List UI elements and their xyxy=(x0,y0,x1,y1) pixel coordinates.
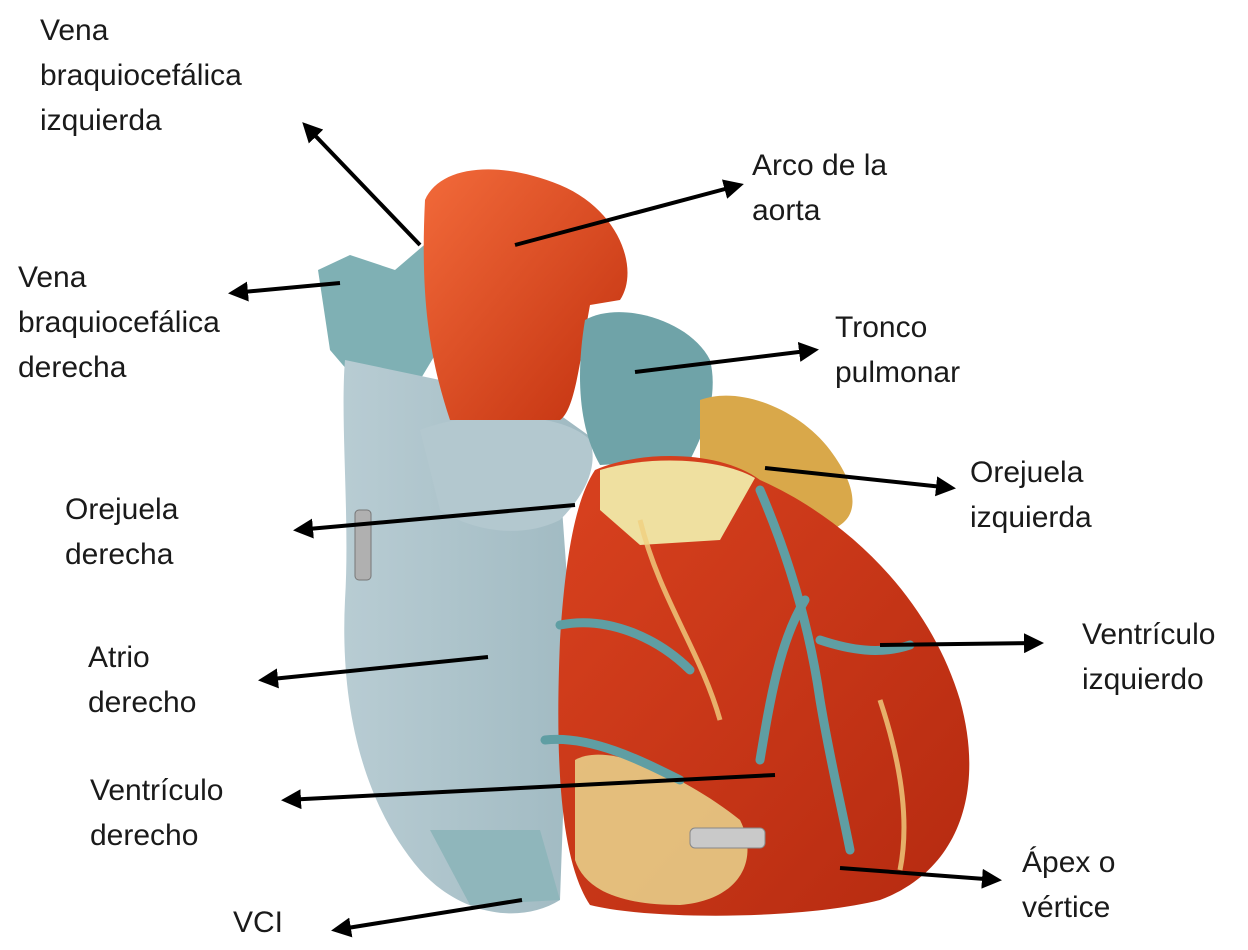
label-apex-o-vertice: Ápex o vértice xyxy=(1022,840,1115,930)
label-ventriculo-derecho: Ventrículo derecho xyxy=(90,768,223,858)
label-arco-de-la-aorta: Arco de la aorta xyxy=(752,143,887,233)
arrow-vena-braq-izq xyxy=(305,125,420,245)
label-ventriculo-izquierdo: Ventrículo izquierdo xyxy=(1082,612,1215,702)
hinge-pin-left xyxy=(355,510,371,580)
hinge-pin xyxy=(690,828,765,848)
label-tronco-pulmonar: Tronco pulmonar xyxy=(835,305,960,395)
arrow-ventriculo-izq xyxy=(880,643,1040,645)
arrow-vci xyxy=(335,900,522,930)
label-atrio-derecho: Atrio derecho xyxy=(88,635,196,725)
label-vena-braquiocefalica-derecha: Vena braquiocefálica derecha xyxy=(18,255,220,390)
label-vci: VCI xyxy=(233,900,283,945)
label-vena-braquiocefalica-izquierda: Vena braquiocefálica izquierda xyxy=(40,8,242,143)
label-orejuela-derecha: Orejuela derecha xyxy=(65,487,178,577)
pulmonary-trunk-shape xyxy=(580,312,713,465)
label-orejuela-izquierda: Orejuela izquierda xyxy=(970,450,1092,540)
